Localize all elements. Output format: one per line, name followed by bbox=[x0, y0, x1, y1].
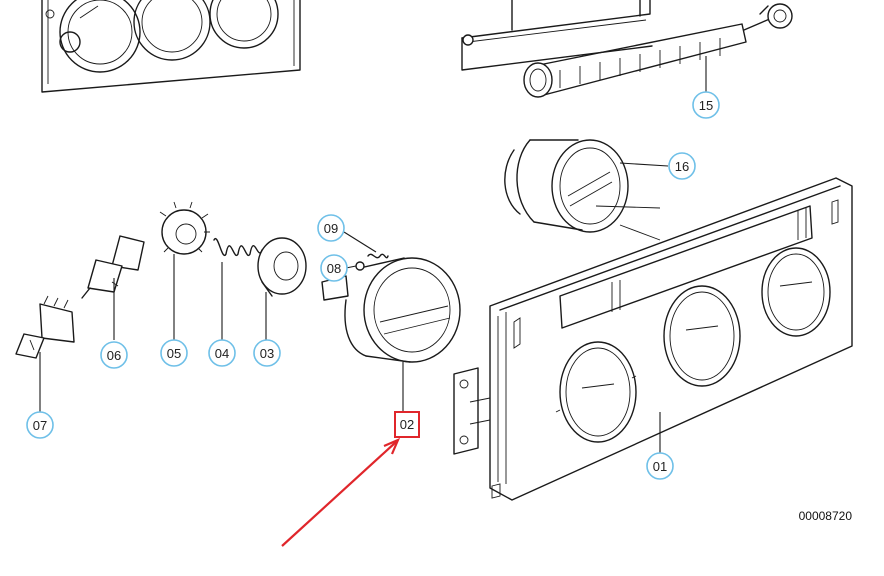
callout-04[interactable]: 04 bbox=[208, 339, 236, 367]
callout-15-label: 15 bbox=[699, 98, 713, 113]
callout-07[interactable]: 07 bbox=[26, 411, 54, 439]
screw-08-illustration bbox=[355, 261, 365, 271]
callout-08-label: 08 bbox=[327, 261, 341, 276]
main-housing-01-illustration bbox=[453, 177, 853, 501]
highlight-arrow bbox=[281, 437, 401, 547]
spring-09-illustration bbox=[367, 253, 389, 259]
upper-panel-illustration bbox=[41, 0, 301, 93]
knob-02-illustration bbox=[321, 257, 461, 363]
gear-05-illustration bbox=[159, 201, 210, 255]
callout-02-label: 02 bbox=[400, 417, 414, 432]
callout-06[interactable]: 06 bbox=[100, 341, 128, 369]
callout-02-highlighted[interactable]: 02 bbox=[394, 411, 420, 438]
callout-01-label: 01 bbox=[653, 459, 667, 474]
callout-07-label: 07 bbox=[33, 418, 47, 433]
callout-03-label: 03 bbox=[260, 346, 274, 361]
callout-09[interactable]: 09 bbox=[317, 214, 345, 242]
disc-03-illustration bbox=[257, 237, 307, 297]
slider-roller-illustration bbox=[461, 0, 793, 98]
spring-04-illustration bbox=[213, 237, 263, 257]
callout-06-label: 06 bbox=[107, 348, 121, 363]
shaft-06-illustration bbox=[81, 235, 145, 299]
knob-16-illustration bbox=[504, 139, 661, 241]
leader-16 bbox=[619, 162, 669, 167]
callout-16-label: 16 bbox=[675, 159, 689, 174]
callout-05-label: 05 bbox=[167, 346, 181, 361]
callout-01[interactable]: 01 bbox=[646, 452, 674, 480]
document-number: 00008720 bbox=[799, 509, 853, 523]
callout-09-label: 09 bbox=[324, 221, 338, 236]
callout-08[interactable]: 08 bbox=[320, 254, 348, 282]
switch-07-illustration bbox=[15, 295, 75, 359]
callout-04-label: 04 bbox=[215, 346, 229, 361]
callout-15[interactable]: 15 bbox=[692, 91, 720, 119]
callout-03[interactable]: 03 bbox=[253, 339, 281, 367]
callout-16[interactable]: 16 bbox=[668, 152, 696, 180]
callout-05[interactable]: 05 bbox=[160, 339, 188, 367]
leader-09 bbox=[343, 231, 377, 253]
